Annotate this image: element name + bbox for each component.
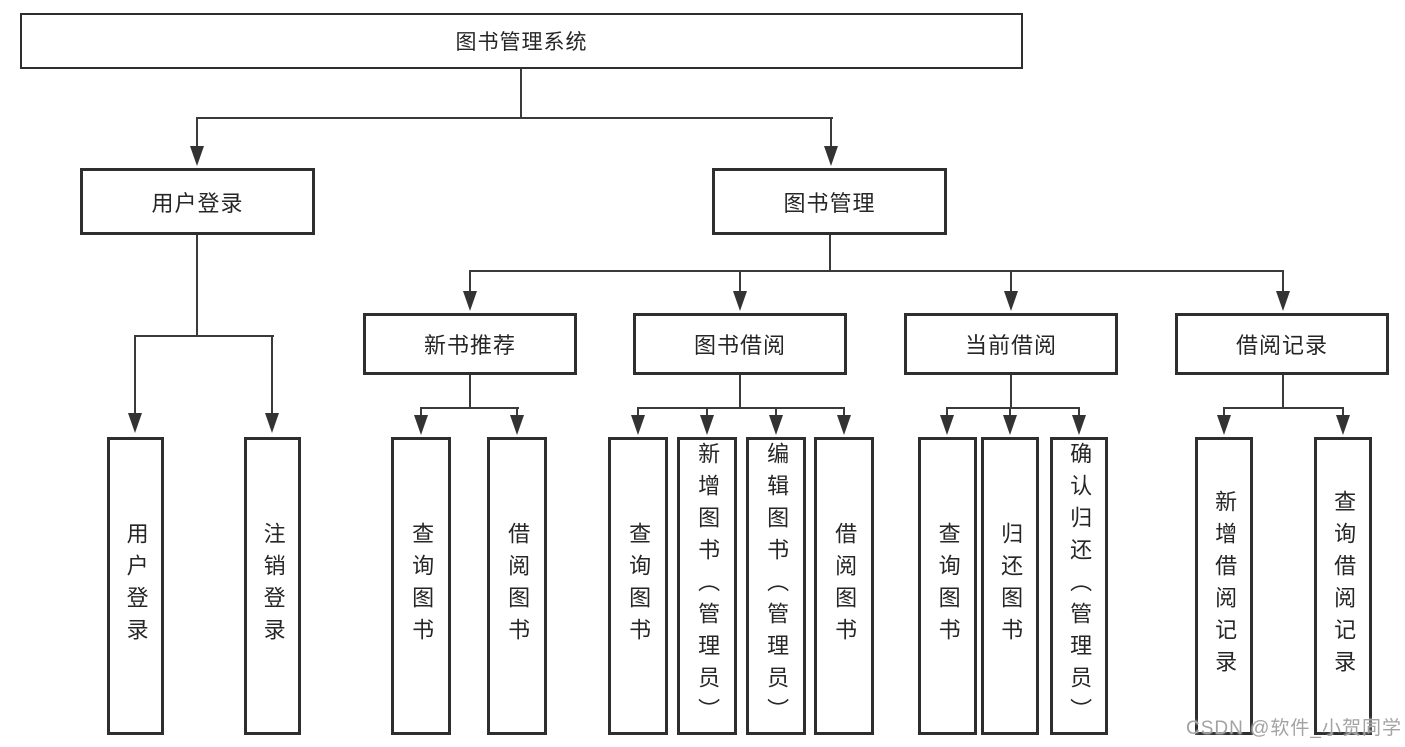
arrow-down-icon [940,415,954,435]
leaf-logout-label: 注销登录 [260,522,286,650]
connector-arrow-shaft [946,407,948,415]
connector-userlogin-stem [196,235,198,337]
connector-arrow-shaft [775,407,777,415]
leaf-borrow-add-books-admin-label: 新增图书（管理员） [695,442,721,730]
node-borrow-records-label: 借阅记录 [1235,333,1328,358]
arrow-down-icon [265,413,279,433]
connector-borrow-rail [637,407,845,409]
leaf-current-confirm-return-admin-label: 确认归还（管理员） [1067,442,1093,730]
leaf-logout: 注销登录 [244,437,301,735]
connector-bookmgmt-rail [469,270,1284,272]
leaf-borrow-edit-books-admin: 编辑图书（管理员） [746,437,806,735]
connector-arrow-shaft [196,117,198,146]
node-root-label: 图书管理系统 [455,31,588,54]
connector-arrow-shaft [516,407,518,415]
leaf-user-login: 用户登录 [107,437,164,735]
connector-root-rail [196,117,833,119]
connector-arrow-shaft [706,407,708,415]
arrow-down-icon [1072,415,1086,435]
connector-arrow-shaft [469,270,471,291]
leaf-newrec-query-books-label: 查询图书 [409,522,435,650]
leaf-records-query-record: 查询借阅记录 [1314,437,1372,735]
arrow-down-icon [733,291,747,311]
leaf-newrec-query-books: 查询图书 [391,437,451,735]
connector-userlogin-rail [134,335,274,337]
leaf-current-return-books: 归还图书 [981,437,1039,735]
leaf-borrow-edit-books-admin-label: 编辑图书（管理员） [764,442,790,730]
connector-newrec-stem [469,375,471,409]
leaf-user-login-label: 用户登录 [123,522,149,650]
arrow-down-icon [769,415,783,435]
connector-arrow-shaft [637,407,639,415]
leaf-newrec-borrow-books-label: 借阅图书 [505,522,531,650]
node-new-book-recommend: 新书推荐 [363,313,577,375]
leaf-borrow-query-books: 查询图书 [608,437,668,735]
leaf-current-query-books-label: 查询图书 [935,522,961,650]
csdn-watermark: CSDN @软件_小贺同学 [1186,718,1402,739]
arrow-down-icon [1336,415,1350,435]
node-book-management: 图书管理 [712,168,947,235]
connector-arrow-shaft [271,335,273,413]
connector-borrow-stem [739,375,741,409]
connector-records-rail [1223,407,1344,409]
connector-arrow-shaft [1223,407,1225,415]
leaf-borrow-borrow-books-label: 借阅图书 [832,522,858,650]
node-current-borrow-label: 当前借阅 [964,333,1057,358]
arrow-down-icon [1004,291,1018,311]
arrow-down-icon [510,415,524,435]
connector-root-stem [520,69,522,119]
leaf-current-confirm-return-admin: 确认归还（管理员） [1050,437,1108,735]
node-user-login-group-label: 用户登录 [151,190,244,216]
arrow-down-icon [463,291,477,311]
arrow-down-icon [1217,415,1231,435]
arrow-down-icon [837,415,851,435]
connector-arrow-shaft [420,407,422,415]
node-current-borrow: 当前借阅 [904,313,1118,375]
connector-records-stem [1282,375,1284,409]
connector-arrow-shaft [1282,270,1284,291]
connector-arrow-shaft [830,117,832,146]
arrow-down-icon [700,415,714,435]
leaf-borrow-add-books-admin: 新增图书（管理员） [677,437,737,735]
leaf-records-add-record: 新增借阅记录 [1195,437,1253,735]
arrow-down-icon [190,146,204,166]
node-new-book-recommend-label: 新书推荐 [423,333,516,358]
connector-newrec-rail [420,407,519,409]
leaf-records-add-record-label: 新增借阅记录 [1212,490,1238,682]
connector-arrow-shaft [1078,407,1080,415]
connector-bookmgmt-stem [829,235,831,272]
arrow-down-icon [128,413,142,433]
arrow-down-icon [1276,291,1290,311]
connector-arrow-shaft [134,335,136,413]
arrow-down-icon [631,415,645,435]
leaf-records-query-record-label: 查询借阅记录 [1331,490,1357,682]
connector-arrow-shaft [1010,270,1012,291]
leaf-borrow-query-books-label: 查询图书 [626,522,652,650]
arrow-down-icon [414,415,428,435]
node-book-management-label: 图书管理 [783,190,876,216]
node-root: 图书管理系统 [20,13,1023,69]
connector-arrow-shaft [739,270,741,291]
node-user-login-group: 用户登录 [80,168,315,235]
connector-current-rail [946,407,1080,409]
leaf-current-query-books: 查询图书 [918,437,977,735]
node-borrow-records: 借阅记录 [1175,313,1389,375]
leaf-current-return-books-label: 归还图书 [998,522,1024,650]
connector-arrow-shaft [843,407,845,415]
node-book-borrow-label: 图书借阅 [693,333,786,358]
connector-current-stem [1010,375,1012,409]
arrow-down-icon [824,146,838,166]
connector-arrow-shaft [1342,407,1344,415]
connector-arrow-shaft [1009,407,1011,415]
leaf-newrec-borrow-books: 借阅图书 [487,437,547,735]
leaf-borrow-borrow-books: 借阅图书 [814,437,874,735]
node-book-borrow: 图书借阅 [633,313,847,375]
arrow-down-icon [1003,415,1017,435]
